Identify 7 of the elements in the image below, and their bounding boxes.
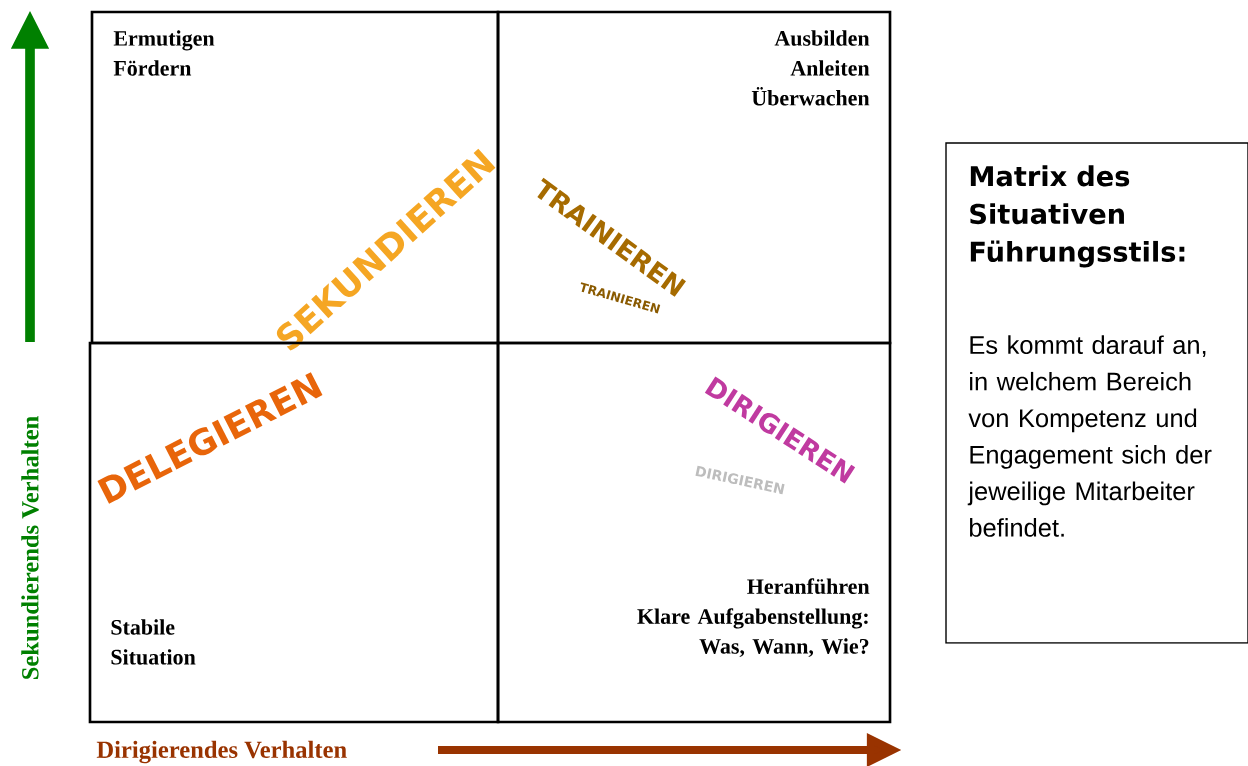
quadrant-text: Heranführen Klare Aufgabenstellung: Was, Wann, Wie? — [637, 578, 870, 657]
axis-label: Sekundierends Verhalten — [21, 416, 39, 679]
info-title: Matrix des Situativen Führungsstils: — [970, 165, 1185, 268]
quadrant-text: Ausbilden Anleiten Überwachen — [751, 30, 870, 106]
info-text: Es kommt darauf an, in welchem Bereich von Kompetenz und Engagement sich der jeweilige Mitarbeiter befindet. — [967, 335, 1212, 537]
quadrant-text: Ermutigen Fördern — [113, 30, 215, 76]
quadrant-text: Stabile Situation — [111, 619, 196, 665]
